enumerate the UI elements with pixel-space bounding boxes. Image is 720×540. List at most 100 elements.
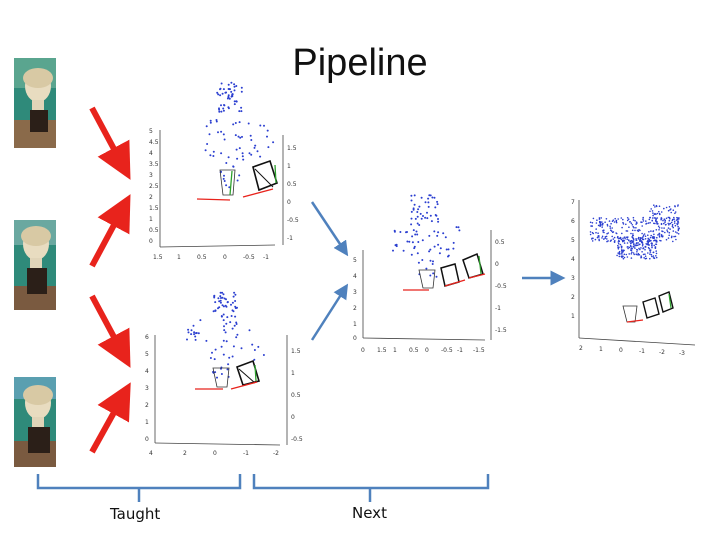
cloud-point [653, 233, 655, 236]
cloud-point [427, 205, 430, 208]
cloud-point [421, 259, 424, 261]
cloud-point [647, 237, 649, 240]
cloud-point [669, 228, 671, 230]
cloud-point [240, 106, 243, 109]
cloud-point [622, 257, 625, 260]
cloud-point [667, 227, 670, 229]
cloud-point [195, 332, 197, 335]
cloud-point [222, 319, 225, 322]
cloud-point [424, 216, 427, 219]
cloud-point [613, 241, 616, 243]
cloud-point [224, 331, 227, 334]
cloud-point [657, 234, 659, 236]
cloud-point [635, 221, 638, 223]
cloud-point [422, 215, 424, 217]
cloud-point [230, 81, 233, 84]
cloud-point [637, 242, 639, 244]
cloud-point [629, 221, 631, 223]
y-tick-labels: 7 6 5 4 3 2 1 [571, 199, 575, 320]
cloud-point [222, 293, 225, 296]
cloud-point [638, 253, 641, 256]
cloud-point [641, 232, 643, 235]
cloud-point [222, 339, 225, 342]
cloud-point [411, 241, 414, 244]
cloud-point [622, 221, 624, 224]
cloud-point [644, 248, 646, 251]
cloud-point [660, 222, 663, 225]
cloud-point [643, 257, 645, 259]
cloud-point [676, 222, 678, 225]
cloud-point [220, 345, 223, 348]
cloud-point [597, 224, 600, 227]
cloud-point [637, 244, 639, 246]
cloud-point [248, 329, 251, 332]
svg-text:-2: -2 [273, 450, 279, 457]
cloud-point [235, 321, 238, 324]
cloud-point [642, 218, 644, 220]
cloud-point [233, 83, 236, 86]
cloud-point [655, 256, 658, 259]
cloud-point [649, 210, 651, 213]
cloud-point [631, 251, 633, 254]
cloud-point [452, 247, 455, 250]
cloud-point [222, 313, 225, 316]
cloud-point [213, 358, 216, 361]
cloud-point [632, 245, 635, 248]
cloud-point [414, 217, 417, 220]
cloud-point [668, 206, 671, 208]
cloud-point [410, 223, 413, 226]
cloud-point [605, 218, 608, 220]
cloud-point [228, 356, 231, 359]
cloud-point [631, 229, 634, 232]
cloud-point [229, 321, 232, 324]
cloud-point [219, 291, 222, 294]
cloud-point [604, 236, 607, 238]
cloud-point [429, 248, 432, 251]
cloud-point [597, 235, 599, 237]
bracket-right [252, 474, 490, 490]
cloud-point [230, 303, 232, 306]
cloud-point [619, 237, 622, 240]
svg-text:1.5: 1.5 [149, 205, 159, 212]
point-cloud [186, 291, 265, 379]
cloud-point [620, 255, 623, 258]
cloud-point [606, 232, 608, 235]
cloud-point [596, 236, 599, 239]
cloud-point [187, 331, 190, 334]
cloud-point [649, 239, 651, 242]
x-tick-labels: 1.5 1 0.5 0 -0.5 -1 [153, 254, 269, 261]
blue-arrow-top [310, 201, 349, 257]
red-arrow-3 [89, 294, 131, 368]
cloud-point [234, 300, 237, 302]
cloud-point [226, 316, 229, 319]
cloud-point [655, 204, 658, 207]
svg-text:3: 3 [145, 385, 149, 392]
cloud-point [217, 93, 220, 96]
cloud-point [673, 216, 675, 219]
svg-text:4: 4 [353, 273, 357, 280]
cloud-point [413, 203, 416, 206]
cloud-point [623, 253, 626, 256]
cloud-point [601, 221, 603, 223]
svg-text:0.5: 0.5 [409, 347, 419, 354]
cloud-point [641, 245, 644, 247]
cloud-point [651, 219, 653, 222]
cloud-point [642, 216, 644, 219]
cloud-point [645, 222, 648, 225]
cloud-point [238, 110, 241, 113]
cloud-point [658, 227, 661, 229]
label-next: Next [352, 504, 387, 522]
cloud-point [607, 232, 610, 234]
cloud-point [672, 209, 675, 211]
cloud-point [610, 239, 612, 241]
cloud-point [632, 233, 634, 235]
cloud-point [664, 221, 666, 223]
cloud-point [641, 225, 643, 227]
cloud-point [215, 119, 218, 121]
svg-text:1: 1 [571, 313, 575, 320]
cloud-point [651, 210, 654, 212]
cloud-point [223, 104, 225, 106]
cloud-point [672, 230, 675, 232]
cloud-point [216, 91, 219, 94]
cloud-point [218, 110, 221, 113]
